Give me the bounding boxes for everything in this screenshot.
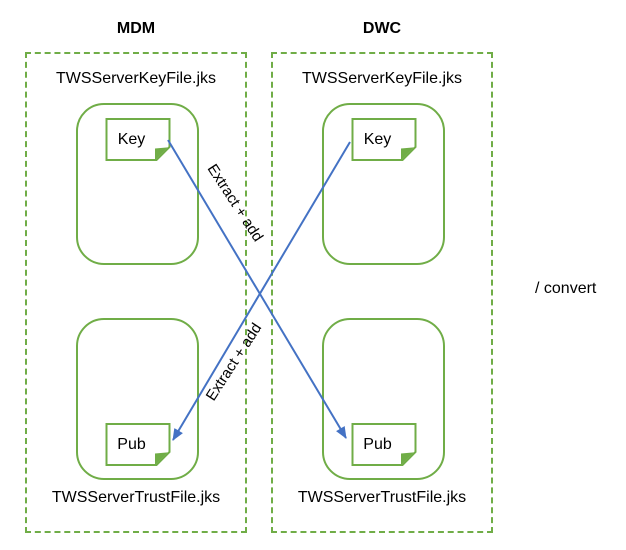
dwc-key-label: Key bbox=[363, 130, 392, 148]
mdm-truststore-file-label: TWSServerTrustFile.jks bbox=[51, 489, 221, 506]
mdm-truststore-shape: Pub bbox=[76, 318, 199, 480]
convert-note: / convert bbox=[535, 280, 597, 297]
dwc-key-document-icon: Key bbox=[351, 118, 416, 161]
dwc-pub-label: Pub bbox=[363, 435, 392, 453]
folded-corner-document-icon bbox=[105, 423, 170, 466]
mdm-pub-label: Pub bbox=[117, 435, 146, 453]
folded-corner-document-icon bbox=[105, 118, 170, 161]
dwc-column-title: DWC bbox=[362, 20, 402, 37]
dwc-truststore-file-label: TWSServerTrustFile.jks bbox=[297, 489, 467, 506]
mdm-column-box: TWSServerKeyFile.jks Key Pub TWSServerTr… bbox=[25, 52, 247, 533]
dwc-keystore-shape: Key bbox=[322, 103, 445, 265]
folded-corner-document-icon bbox=[351, 118, 416, 161]
mdm-key-label: Key bbox=[117, 130, 146, 148]
mdm-pub-document-icon: Pub bbox=[105, 423, 170, 466]
folded-corner-document-icon bbox=[351, 423, 416, 466]
mdm-key-document-icon: Key bbox=[105, 118, 170, 161]
dwc-truststore-shape: Pub bbox=[322, 318, 445, 480]
mdm-keystore-file-label: TWSServerKeyFile.jks bbox=[55, 70, 217, 87]
mdm-column-title: MDM bbox=[116, 20, 156, 37]
dwc-pub-document-icon: Pub bbox=[351, 423, 416, 466]
dwc-keystore-file-label: TWSServerKeyFile.jks bbox=[301, 70, 463, 87]
mdm-keystore-shape: Key bbox=[76, 103, 199, 265]
dwc-column-box: TWSServerKeyFile.jks Key Pub TWSServerTr… bbox=[271, 52, 493, 533]
